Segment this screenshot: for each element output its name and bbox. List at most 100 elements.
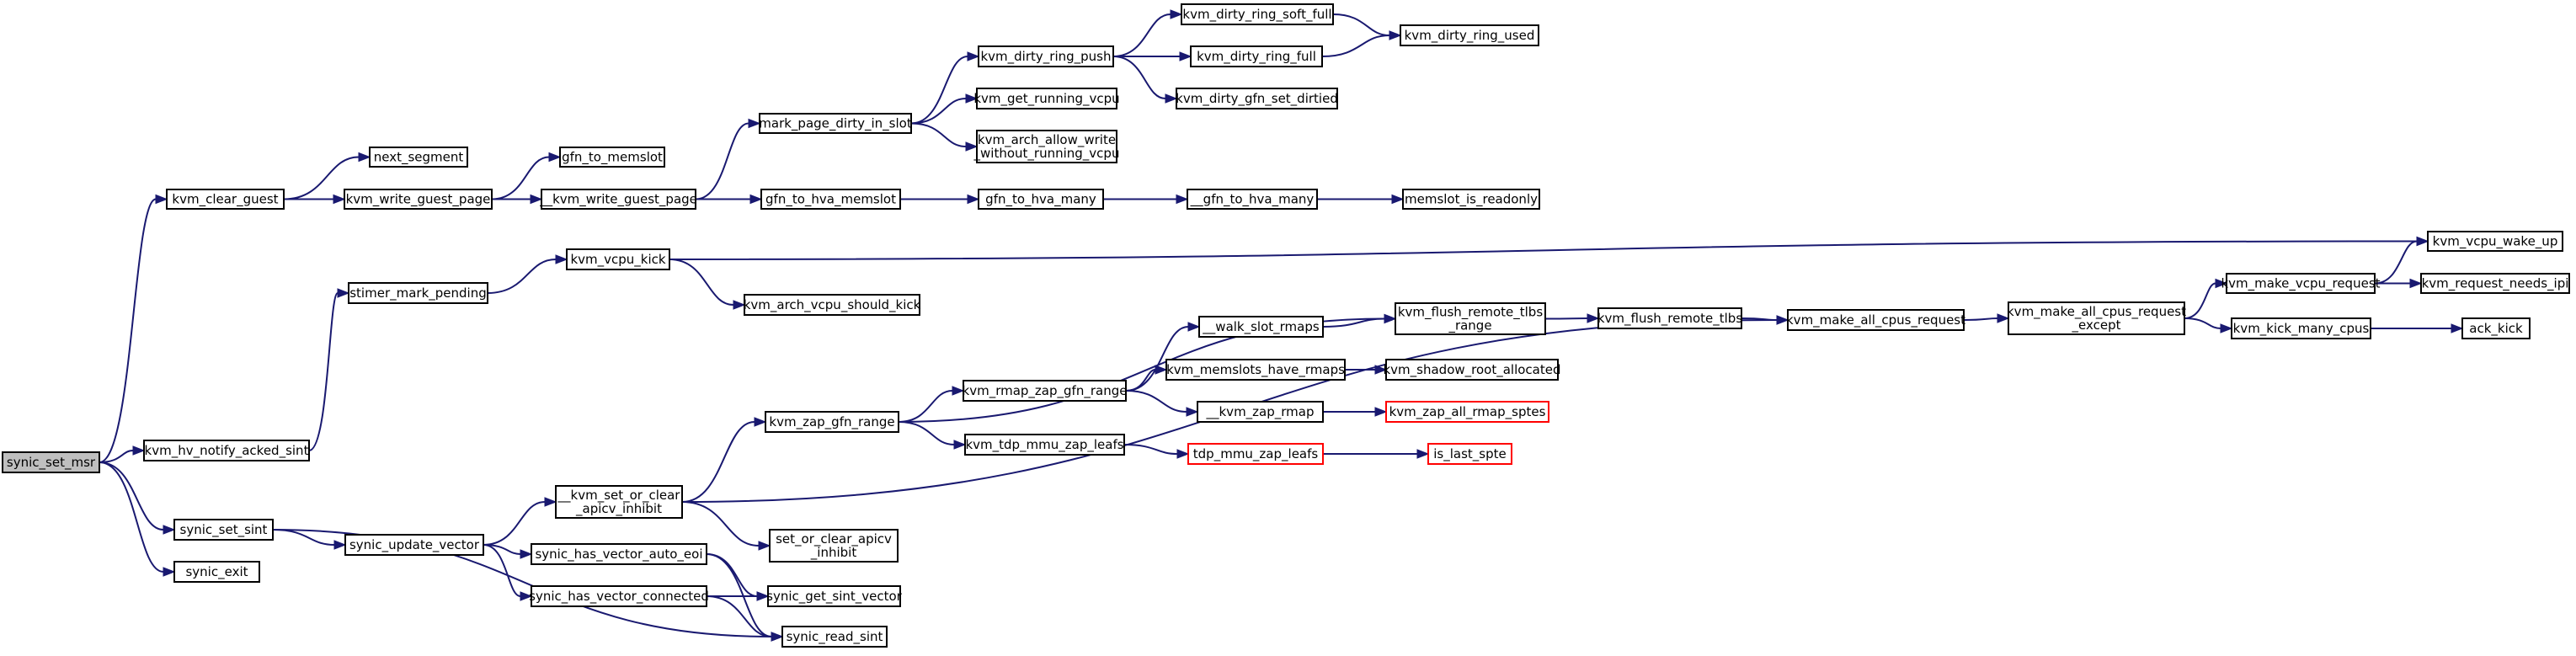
node-kvm-vcpu-kick[interactable]: kvm_vcpu_kick — [566, 248, 670, 270]
node-kvm-flush-remote-tlbs-range[interactable]: kvm_flush_remote_tlbs_range — [1395, 302, 1546, 335]
edge-arrowhead — [1416, 449, 1430, 459]
node-kvm-request-needs-ipi[interactable]: kvm_request_needs_ipi — [2420, 273, 2570, 294]
node-synic-get-sint-vector[interactable]: synic_get_sint_vector — [766, 585, 903, 607]
node-kvm-memslots-have-rmaps[interactable]: kvm_memslots_have_rmaps — [1165, 359, 1346, 381]
node-kvm-zap-rmap[interactable]: __kvm_zap_rmap — [1197, 401, 1324, 423]
node-label: ack_kick — [2469, 321, 2523, 337]
node-kvm-hv-notify-acked-sint[interactable]: kvm_hv_notify_acked_sint — [143, 440, 310, 461]
node-box — [781, 626, 888, 648]
node-kvm-get-running-vcpu[interactable]: kvm_get_running_vcpu — [973, 88, 1120, 109]
node-gfn-to-hva-memslot[interactable]: gfn_to_hva_memslot — [760, 189, 901, 210]
call-edge — [1323, 407, 1388, 417]
node-label: kvm_shadow_root_allocated — [1383, 362, 1560, 378]
edge-arrowhead — [2215, 278, 2228, 289]
node-kvm-rmap-zap-gfn-range[interactable]: kvm_rmap_zap_gfn_range — [963, 380, 1128, 402]
call-edge — [706, 595, 784, 642]
node-box — [964, 434, 1125, 456]
node-kvm-make-all-cpus-request-except[interactable]: kvm_make_all_cpus_request_except — [2007, 301, 2186, 335]
edge-arrowhead — [1176, 194, 1189, 205]
node-gfn-to-memslot[interactable]: gfn_to_memslot — [559, 147, 665, 168]
node-memslot-is-readonly[interactable]: memslot_is_readonly — [1402, 189, 1540, 210]
node-label: kvm_write_guest_page — [346, 192, 491, 208]
node-kvm-dirty-ring-push[interactable]: kvm_dirty_ring_push — [978, 45, 1114, 67]
edge-line — [1123, 444, 1178, 455]
node-kvm-dirty-ring-full[interactable]: kvm_dirty_ring_full — [1190, 45, 1323, 67]
node-box — [531, 585, 707, 607]
node-box — [1402, 189, 1540, 210]
call-edge — [483, 497, 557, 546]
node-label: kvm_make_vcpu_request — [2221, 276, 2380, 292]
call-edge — [308, 288, 350, 451]
node-kvm-make-all-cpus-request[interactable]: kvm_make_all_cpus_request — [1786, 309, 1965, 331]
node-box — [2231, 317, 2371, 339]
node-kvm-clear-guest[interactable]: kvm_clear_guest — [166, 189, 285, 210]
node-box — [2427, 231, 2563, 252]
edge-line — [1332, 13, 1390, 36]
node-kvm-flush-remote-tlbs[interactable]: kvm_flush_remote_tlbs — [1597, 307, 1742, 329]
node-synic-has-vector-connected[interactable]: synic_has_vector_connected — [529, 585, 709, 607]
node-synic-read-sint[interactable]: synic_read_sint — [781, 626, 888, 648]
node-box — [541, 189, 696, 210]
edge-arrowhead — [965, 141, 979, 152]
node-label: kvm_dirty_gfn_set_dirtied — [1176, 91, 1338, 107]
node-synic-has-vector-auto-eoi[interactable]: synic_has_vector_auto_eoi — [531, 543, 707, 565]
edge-arrowhead — [952, 386, 965, 396]
node-kvm-dirty-ring-soft-full[interactable]: kvm_dirty_ring_soft_full — [1181, 3, 1334, 25]
edge-line — [1321, 35, 1390, 57]
node-kvm-dirty-ring-used[interactable]: kvm_dirty_ring_used — [1400, 24, 1539, 46]
node-label: synic_has_vector_connected — [529, 589, 709, 605]
node-box — [1198, 316, 1324, 338]
node-tdp-mmu-zap-leafs[interactable]: tdp_mmu_zap_leafs — [1187, 443, 1324, 465]
node-box — [555, 485, 683, 519]
node-synic-update-vector[interactable]: synic_update_vector — [344, 534, 484, 556]
node-gfn-to-hva-many[interactable]: gfn_to_hva_many — [978, 189, 1104, 210]
node-walk-slot-rmaps[interactable]: __walk_slot_rmaps — [1198, 316, 1324, 338]
node-synic-set-msr[interactable]: synic_set_msr — [2, 451, 100, 473]
node-box — [978, 189, 1104, 210]
node-kvm-shadow-root-allocated[interactable]: kvm_shadow_root_allocated — [1383, 359, 1561, 381]
edge-arrowhead — [1179, 51, 1192, 61]
node-box — [767, 585, 901, 607]
node-box — [1187, 189, 1318, 210]
node-box — [765, 411, 899, 433]
node-box — [976, 130, 1117, 163]
call-edge — [1112, 9, 1183, 57]
node-box — [744, 294, 920, 316]
call-edge — [669, 236, 2429, 260]
node-stimer-mark-pending[interactable]: stimer_mark_pending — [348, 282, 488, 304]
node-kvm-zap-all-rmap-sptes[interactable]: kvm_zap_all_rmap_sptes — [1385, 401, 1549, 423]
node-kvm-write-guest-page[interactable]: kvm_write_guest_page — [344, 189, 493, 210]
node-next-segment[interactable]: next_segment — [369, 147, 468, 168]
call-edge — [99, 461, 176, 535]
node-kvm-arch-allow-write-without-running-vcpu[interactable]: kvm_arch_allow_write_without_running_vcp… — [973, 130, 1120, 163]
node-label: _except — [2072, 317, 2121, 333]
call-edge — [99, 194, 168, 463]
node-is-last-spte[interactable]: is_last_spte — [1427, 443, 1512, 465]
node-label: kvm_arch_allow_write — [978, 132, 1116, 148]
node-label: kvm_dirty_ring_soft_full — [1182, 7, 1331, 23]
node-kvm-dirty-gfn-set-dirtied[interactable]: kvm_dirty_gfn_set_dirtied — [1176, 88, 1338, 109]
edge-arrowhead — [1997, 313, 2010, 323]
node-box — [348, 282, 488, 304]
call-edge — [1963, 313, 2010, 323]
node-mark-page-dirty-in-slot[interactable]: mark_page_dirty_in_slot — [759, 113, 912, 134]
node-kvm-vcpu-wake-up[interactable]: kvm_vcpu_wake_up — [2427, 231, 2563, 252]
node-kvm-kick-many-cpus[interactable]: kvm_kick_many_cpus — [2231, 317, 2371, 339]
node-label: gfn_to_hva_memslot — [765, 192, 896, 208]
node-box — [1400, 24, 1539, 46]
node-label: kvm_vcpu_wake_up — [2433, 234, 2558, 250]
node-label: synic_get_sint_vector — [766, 589, 903, 605]
node-synic-exit[interactable]: synic_exit — [173, 561, 260, 583]
node-label: __kvm_zap_rmap — [1206, 404, 1315, 420]
node-box — [531, 543, 707, 565]
node-ack-kick[interactable]: ack_kick — [2461, 317, 2531, 339]
node-kvm-tdp-mmu-zap-leafs[interactable]: kvm_tdp_mmu_zap_leafs — [964, 434, 1125, 456]
node-synic-set-sint[interactable]: synic_set_sint — [173, 519, 274, 541]
node-kvm-write-guest-page[interactable]: __kvm_write_guest_page — [539, 189, 697, 210]
node-gfn-to-hva-many[interactable]: __gfn_to_hva_many — [1187, 189, 1318, 210]
node-set-or-clear-apicv-inhibit[interactable]: set_or_clear_apicv_inhibit — [769, 529, 899, 563]
node-kvm-zap-gfn-range[interactable]: kvm_zap_gfn_range — [765, 411, 899, 433]
node-kvm-arch-vcpu-should-kick[interactable]: kvm_arch_vcpu_should_kick — [744, 294, 921, 316]
node-kvm-set-or-clear-apicv-inhibit[interactable]: __kvm_set_or_clear_apicv_inhibit — [555, 485, 683, 519]
node-kvm-make-vcpu-request[interactable]: kvm_make_vcpu_request — [2221, 273, 2381, 294]
